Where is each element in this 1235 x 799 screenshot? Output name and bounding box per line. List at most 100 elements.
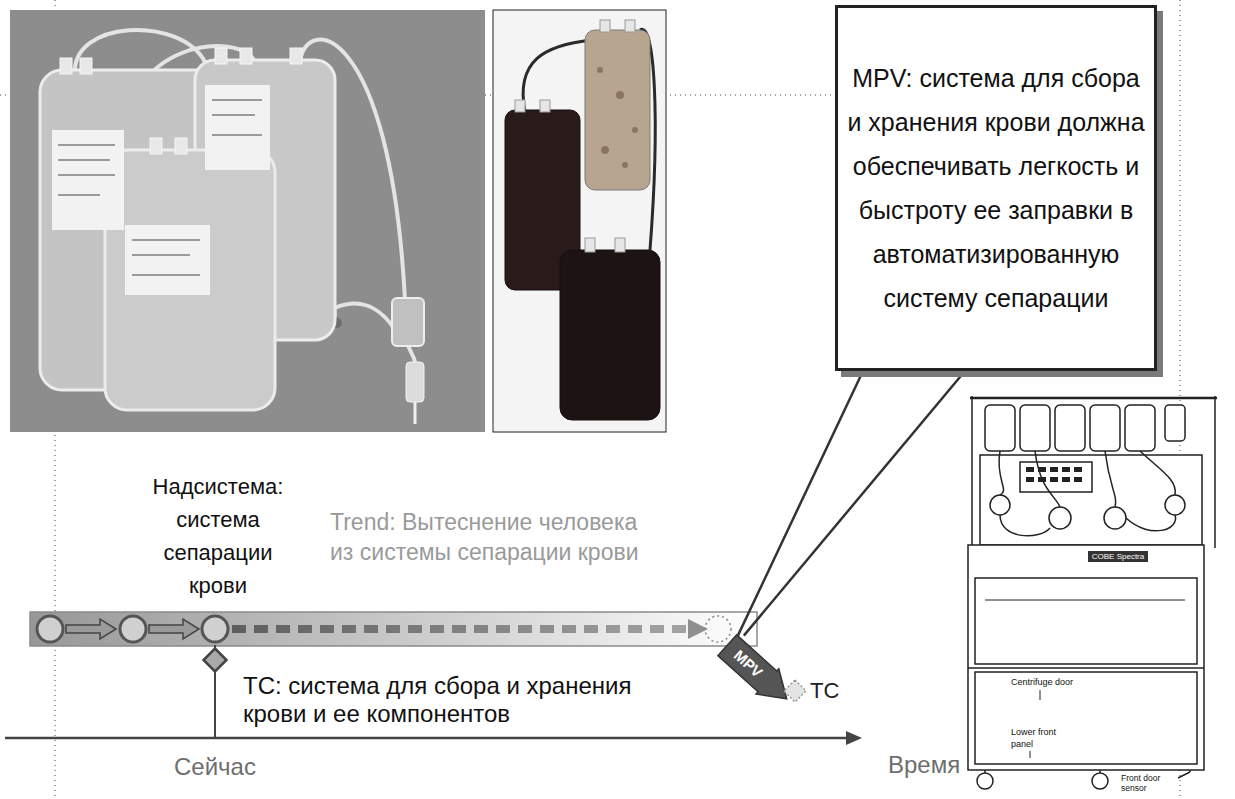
empty-bag-photo bbox=[215, 48, 227, 64]
diamond-text-holder: ТС: система для сбора и хранения крови и… bbox=[243, 672, 673, 728]
diamond-outline bbox=[784, 680, 806, 702]
separator-machine bbox=[985, 405, 1015, 451]
filled-bag-photo bbox=[622, 162, 628, 168]
separator-machine bbox=[985, 405, 1185, 451]
timeline-band bbox=[120, 616, 146, 642]
timeline-band bbox=[232, 625, 690, 633]
separator-machine bbox=[971, 396, 973, 548]
empty-bag-photo bbox=[125, 225, 210, 295]
system-text: ТС: система для сбора и хранения крови и… bbox=[243, 672, 673, 728]
separator-machine bbox=[1092, 773, 1108, 789]
separator-machine bbox=[1020, 462, 1092, 492]
separator-machine bbox=[1026, 467, 1082, 482]
empty-bag-photo bbox=[392, 298, 424, 346]
separator-machine bbox=[1040, 690, 1041, 700]
empty-bag-photo bbox=[290, 48, 302, 64]
separator-machine bbox=[1074, 477, 1082, 482]
empty-bag-photo bbox=[205, 85, 270, 170]
timeline-band bbox=[705, 616, 731, 642]
part-label: Lower front panel bbox=[1010, 726, 1062, 750]
separator-machine bbox=[984, 770, 986, 773]
empty-bag-photo bbox=[58, 144, 115, 146]
separator-machine bbox=[990, 495, 1010, 515]
timeline-band bbox=[30, 612, 757, 646]
separator-machine bbox=[1090, 405, 1120, 451]
timeline-band bbox=[66, 619, 116, 639]
timeline-band bbox=[30, 612, 757, 646]
current-system-diamond: ТС: система для сбора и хранения крови и… bbox=[202, 647, 682, 733]
part-label: Front door sensor bbox=[1120, 773, 1176, 793]
separator-machine bbox=[1055, 405, 1085, 451]
separator-machine bbox=[1062, 467, 1070, 472]
callout-pointer bbox=[736, 371, 965, 639]
filled-bag-photo bbox=[601, 146, 609, 154]
filled-bag-photo bbox=[616, 91, 624, 99]
empty-bag-photo bbox=[58, 159, 110, 161]
filled-bag-photo bbox=[585, 238, 595, 252]
diamond-outline bbox=[204, 649, 227, 672]
separator-machine bbox=[1062, 477, 1070, 482]
filled-bag-photo bbox=[585, 30, 650, 190]
separator-machine bbox=[1214, 396, 1216, 548]
empty-bag-photo bbox=[212, 99, 262, 101]
future-system-diamond: ТС bbox=[783, 677, 843, 705]
time-axis bbox=[846, 731, 862, 745]
separator-machine bbox=[1026, 477, 1034, 482]
axis-label: Время bbox=[888, 750, 998, 780]
separator-machine bbox=[968, 667, 1204, 669]
separator-machine bbox=[1125, 405, 1155, 451]
brand-badge: COBE Spectra bbox=[1088, 551, 1148, 562]
separator-machine bbox=[999, 451, 1004, 495]
empty-bag-photo bbox=[212, 114, 255, 116]
separator-machine bbox=[1074, 467, 1082, 472]
empty-bag-photo bbox=[105, 150, 275, 410]
separator-machine bbox=[1020, 405, 1050, 451]
filled-bag-photo bbox=[632, 127, 638, 133]
separator-machine bbox=[968, 545, 1204, 770]
callout-box: MPV: система для сбора и хранения крови … bbox=[835, 5, 1157, 371]
separator-machine bbox=[1140, 451, 1175, 495]
empty-bag-photo bbox=[132, 274, 200, 276]
filled-bag-photo bbox=[493, 10, 666, 432]
timeline-band bbox=[202, 616, 228, 642]
filled-bag-photo bbox=[515, 20, 635, 252]
separator-machine bbox=[1049, 507, 1071, 529]
mpv-arrow: MPV bbox=[716, 633, 798, 712]
callout-text: MPV: система для сбора и хранения крови … bbox=[844, 56, 1148, 320]
separator-machine bbox=[1050, 467, 1058, 472]
separator-machine bbox=[975, 578, 1197, 664]
filled-bag-photo bbox=[597, 67, 638, 168]
separator-machine bbox=[1050, 477, 1058, 482]
empty-bag-photo bbox=[240, 48, 252, 64]
separator-machine bbox=[1099, 770, 1101, 773]
separator-machine bbox=[1178, 772, 1190, 778]
part-label: Centrifuge door bbox=[1010, 676, 1100, 688]
diamond-shape bbox=[202, 647, 228, 673]
separator-machine bbox=[1165, 495, 1185, 515]
separator-machine bbox=[1105, 451, 1116, 507]
filled-bag-photo bbox=[540, 100, 550, 112]
separator-machine bbox=[1000, 515, 1050, 536]
filled-bag-photo bbox=[615, 238, 625, 252]
separator-machine bbox=[968, 396, 1217, 789]
empty-bag-photo bbox=[212, 134, 262, 136]
axis-label: Сейчас bbox=[155, 752, 275, 782]
separator-machine bbox=[985, 600, 1185, 601]
system-text: ТС bbox=[810, 677, 839, 705]
empty-bag-photo bbox=[10, 10, 485, 432]
empty-bag-photo bbox=[406, 362, 424, 402]
empty-bag-photo bbox=[60, 58, 72, 74]
separator-machine bbox=[1030, 751, 1031, 758]
diamond-text-holder: ТС bbox=[810, 677, 839, 705]
separator-machine bbox=[1165, 405, 1185, 441]
supersystem-label: Надсистема: система сепарации крови bbox=[138, 470, 298, 602]
filled-bag-photo bbox=[597, 67, 603, 73]
empty-bag-photo bbox=[414, 402, 417, 424]
empty-bag-photo bbox=[52, 130, 124, 230]
separator-machine bbox=[1126, 515, 1176, 531]
filled-bag-photo bbox=[515, 100, 525, 112]
empty-bag-photo bbox=[58, 194, 100, 196]
filled-bag-photo bbox=[625, 20, 635, 32]
empty-bag-photo bbox=[175, 138, 187, 154]
separator-machine bbox=[975, 672, 1197, 764]
